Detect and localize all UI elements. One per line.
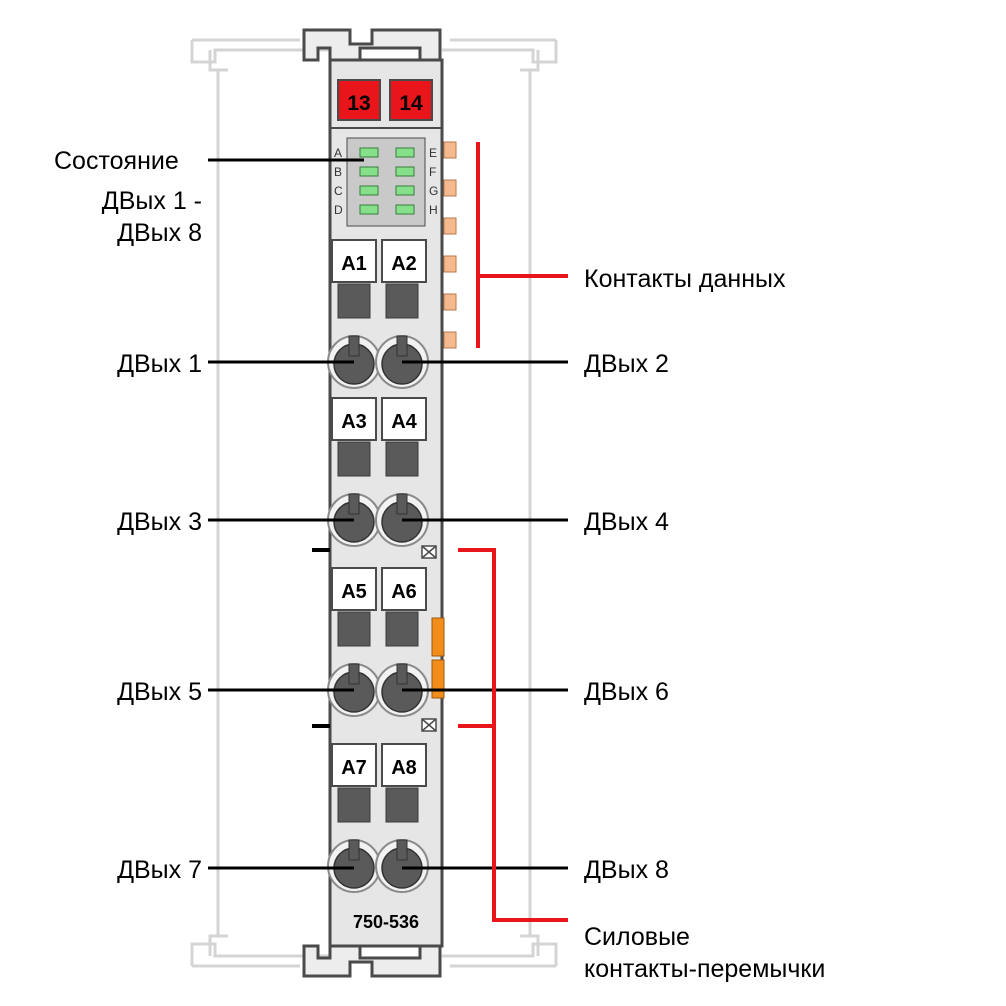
data-contact [443,217,457,235]
output-2-callout: ДВых 2 [584,350,669,378]
led-letter-right: G [429,184,438,198]
status-led [395,147,415,158]
data-contact [443,141,457,159]
status-led [359,166,379,177]
channel-label-box [381,397,427,441]
channel-label: A3 [341,411,367,433]
wire-entry-slot [348,493,360,515]
wire-entry-slot [348,335,360,357]
wire-entry-slot [348,663,360,685]
status-callout-line3: ДВых 8 [117,219,202,247]
part-number: 750-536 [353,912,419,932]
data-contacts-callout: Контакты данных [584,265,786,293]
channel-label-box [381,567,427,611]
power-jumper-contact-1 [431,617,445,657]
power-jumpers-callout-line2: контакты-перемычки [584,955,826,983]
channel-label: A7 [341,757,367,779]
release-button [337,787,371,823]
output-7-callout: ДВых 7 [117,856,202,884]
callout-leader-lines [208,158,568,870]
led-letter-left: C [334,184,343,198]
power-terminals: 13 14 [337,79,433,121]
release-button [337,611,371,647]
jumper-marker-top [421,545,437,559]
led-letter-right: H [429,203,438,217]
channel-label-box [381,743,427,787]
wire-entry-slot [396,663,408,685]
status-led [359,147,379,158]
status-led [395,166,415,177]
channel-label: A2 [391,253,417,275]
data-contact [443,293,457,311]
output-6-callout: ДВых 6 [584,678,669,706]
output-5-callout: ДВых 5 [117,678,202,706]
output-3-callout: ДВых 3 [117,508,202,536]
channel-label-box [331,239,377,283]
terminal-13-label: 13 [347,92,370,115]
status-led [359,204,379,215]
led-letter-right: E [429,146,437,160]
data-contact [443,331,457,349]
output-4-callout: ДВых 4 [584,508,669,536]
bottom-clip [302,944,442,978]
release-button [385,611,419,647]
callout-brackets-red [458,142,568,922]
channel-label-box [331,397,377,441]
wire-entry-slot [396,493,408,515]
data-contact [443,179,457,197]
led-letter-right: F [429,165,436,179]
release-button [337,441,371,477]
channel-label: A5 [341,581,367,603]
channel-label: A4 [391,411,417,433]
channel-label: A1 [341,253,367,275]
top-clip [302,28,442,62]
release-button [337,283,371,319]
channel-label: A8 [391,757,417,779]
status-callout-line2: ДВых 1 - [101,187,202,215]
din-rail-outline [190,38,558,968]
output-8-callout: ДВых 8 [584,856,669,884]
channel-label: A6 [391,581,417,603]
release-button [385,283,419,319]
wire-entry-slot [396,839,408,861]
channel-label-box [331,567,377,611]
status-led [395,204,415,215]
power-jumpers-callout-line1: Силовые [584,923,690,951]
release-button [385,441,419,477]
wire-entry-slot [348,839,360,861]
led-letter-left: D [334,203,343,217]
status-led [395,185,415,196]
release-button [385,787,419,823]
led-letter-left: A [334,146,342,160]
wire-entry-slot [396,335,408,357]
status-led [359,185,379,196]
channel-label-box [381,239,427,283]
power-jumper-contact-2 [431,659,445,699]
status-callout-line1: Состояние [54,147,179,175]
jumper-marker-bottom [421,718,437,732]
led-letter-left: B [334,165,342,179]
data-contact [443,255,457,273]
channel-label-box [331,743,377,787]
output-1-callout: ДВых 1 [117,350,202,378]
terminal-14-label: 14 [399,92,423,115]
